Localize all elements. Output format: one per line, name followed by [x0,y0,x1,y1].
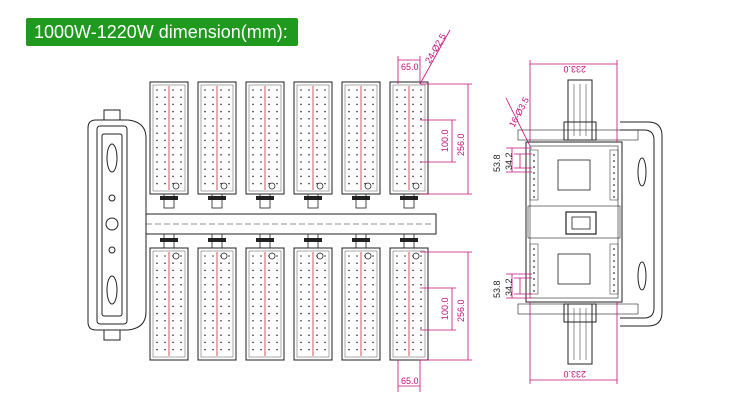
side-hole [533,272,535,274]
module-connector [400,193,418,209]
led-module [149,247,189,361]
led-module [149,81,189,195]
side-hole [533,166,535,168]
side-hole [533,196,535,198]
side-hole [613,196,615,198]
led-module [245,81,285,195]
side-top-outer-pitch: 53.8 [492,154,502,172]
led-module [197,247,237,361]
side-hole [533,154,535,156]
module-connector [400,233,418,249]
side-dimension-lines [505,60,618,384]
side-hole [613,260,615,262]
side-hole [533,172,535,174]
module-connector [256,233,274,249]
led-module [293,81,333,195]
front-bottom-module-length: 256.0 [456,299,466,322]
side-hole [613,254,615,256]
side-hole [613,160,615,162]
side-hole [533,260,535,262]
front-top-hole-pitch: 100.0 [440,129,450,152]
module-connector [160,193,178,209]
side-hole [613,184,615,186]
side-view-body [517,79,663,365]
front-top-module-width: 65.0 [401,62,419,72]
side-hole [613,248,615,250]
side-hole [533,190,535,192]
front-top-module-length: 256.0 [456,133,466,156]
module-connector [160,233,178,249]
module-connector [208,193,226,209]
side-hole [533,284,535,286]
side-hole [533,254,535,256]
side-bottom-overall-width: 233.0 [563,369,586,379]
led-module [245,247,285,361]
side-hole [613,190,615,192]
side-bottom-inner-pitch: 34.2 [504,278,514,296]
side-hole [613,284,615,286]
side-view-holes [533,154,615,292]
side-hole [533,290,535,292]
module-connector [304,193,322,209]
side-hole [613,290,615,292]
side-hole [533,248,535,250]
side-bottom-outer-pitch: 53.8 [492,280,502,298]
front-hole-spec: 24-Ø2.5 [423,32,448,65]
side-hole [613,172,615,174]
front-bottom-hole-pitch: 100.0 [440,297,450,320]
led-module [389,247,429,361]
module-connector [256,193,274,209]
module-connector [352,193,370,209]
side-top-overall-width: 233.0 [563,64,586,74]
side-hole [533,160,535,162]
side-hole [533,266,535,268]
side-top-inner-pitch: 34.2 [504,152,514,170]
led-module [293,247,333,361]
side-hole [613,154,615,156]
mounting-bracket [87,109,437,341]
led-module [341,81,381,195]
side-hole [533,278,535,280]
module-connector [304,233,322,249]
led-module-grid [149,81,429,361]
led-module [197,81,237,195]
side-hole [613,178,615,180]
led-module [389,81,429,195]
front-bottom-module-width: 65.0 [401,376,419,386]
module-connectors [160,193,418,249]
module-connector [352,233,370,249]
front-dimension-lines [397,29,472,392]
side-hole [533,184,535,186]
side-hole [613,266,615,268]
side-hole [533,178,535,180]
side-hole [613,166,615,168]
led-module [341,247,381,361]
module-connector [208,233,226,249]
side-hole [613,272,615,274]
title-banner: 1000W-1220W dimension(mm): [26,18,298,46]
side-hole [613,278,615,280]
